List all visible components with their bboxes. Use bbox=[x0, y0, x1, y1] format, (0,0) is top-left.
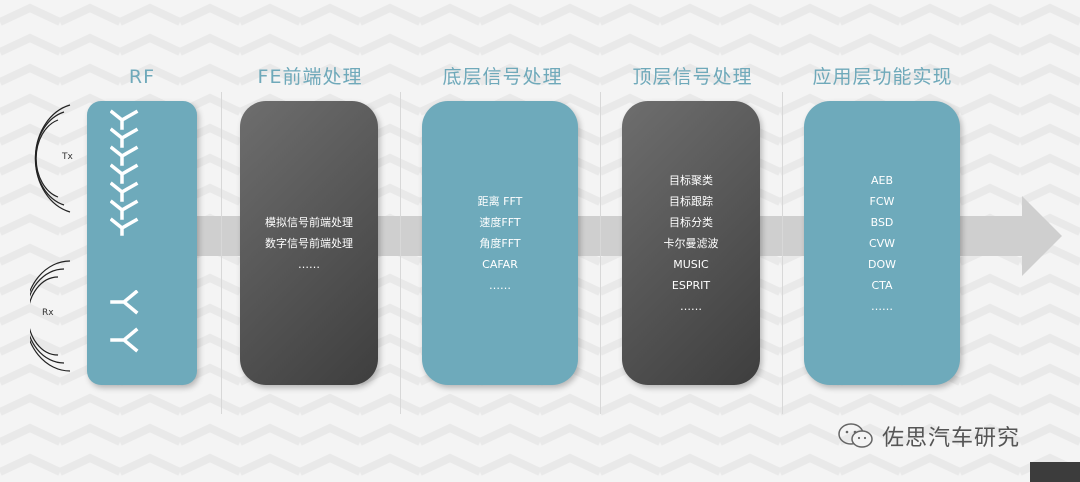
panel-line: 速度FFT bbox=[479, 215, 521, 229]
panel-line: …… bbox=[871, 299, 893, 313]
column-title-low-level: 底层信号处理 bbox=[442, 66, 563, 88]
panel-line: …… bbox=[298, 257, 320, 271]
panel-line: …… bbox=[489, 278, 511, 292]
column-title-high-level: 顶层信号处理 bbox=[632, 66, 753, 88]
panel-line: 目标分类 bbox=[669, 215, 713, 229]
rf-panel bbox=[87, 101, 197, 385]
column-separator bbox=[221, 92, 222, 414]
high-level-processing-panel: 目标聚类 目标跟踪 目标分类 卡尔曼滤波 MUSIC ESPRIT …… bbox=[622, 101, 760, 385]
column-separator bbox=[782, 92, 783, 414]
panel-line: 数字信号前端处理 bbox=[265, 236, 353, 250]
panel-line: CTA bbox=[871, 278, 893, 292]
panel-line: AEB bbox=[870, 173, 894, 187]
panel-line: 目标跟踪 bbox=[669, 194, 713, 208]
panel-line: DOW bbox=[867, 257, 896, 271]
tx-wave-arcs-icon bbox=[34, 104, 71, 213]
panel-line: ESPRIT bbox=[671, 278, 711, 292]
fe-processing-panel: 模拟信号前端处理 数字信号前端处理 …… bbox=[240, 101, 378, 385]
application-layer-panel: AEB FCW BSD CVW DOW CTA …… bbox=[804, 101, 960, 385]
column-title-fe: FE前端处理 bbox=[257, 66, 363, 88]
column-title-application: 应用层功能实现 bbox=[812, 66, 953, 88]
rx-label: Rx bbox=[42, 308, 54, 318]
panel-line: CAFAR bbox=[482, 257, 518, 271]
panel-line: 卡尔曼滤波 bbox=[663, 236, 719, 250]
panel-line: 目标聚类 bbox=[669, 173, 713, 187]
panel-line: CVW bbox=[868, 236, 896, 250]
column-separator bbox=[600, 92, 601, 414]
watermark: 佐思汽车研究 bbox=[836, 420, 1020, 452]
wechat-icon bbox=[838, 423, 873, 448]
column-title-rf: RF bbox=[128, 66, 156, 88]
watermark-text: 佐思汽车研究 bbox=[882, 426, 1021, 451]
panel-line: FCW bbox=[869, 194, 895, 208]
low-level-processing-panel: 距离 FFT 速度FFT 角度FFT CAFAR …… bbox=[422, 101, 578, 385]
panel-line: 距离 FFT bbox=[477, 194, 523, 208]
tx-label: Tx bbox=[62, 152, 73, 162]
panel-line: …… bbox=[680, 299, 702, 313]
panel-line: 角度FFT bbox=[479, 236, 521, 250]
panel-line: BSD bbox=[870, 215, 894, 229]
rx-wave-arcs-icon bbox=[30, 260, 71, 372]
panel-line: 模拟信号前端处理 bbox=[265, 215, 353, 229]
corner-decoration bbox=[1030, 462, 1080, 482]
rx-antenna-array-icon bbox=[110, 290, 139, 353]
column-separator bbox=[400, 92, 401, 414]
tx-antenna-array-icon bbox=[110, 109, 139, 236]
panel-line: MUSIC bbox=[673, 257, 709, 271]
